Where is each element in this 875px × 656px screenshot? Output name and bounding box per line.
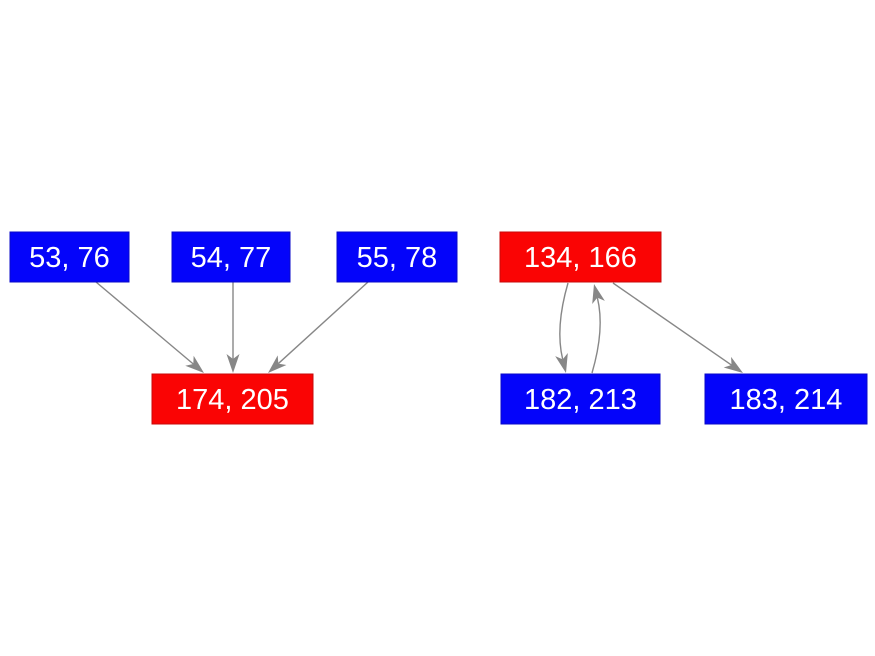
node-label-183-214: 183, 214	[730, 384, 843, 416]
edge-134-166-to-182-213	[559, 282, 569, 360]
node-label-55-78: 55, 78	[357, 242, 438, 274]
node-label-174-205: 174, 205	[176, 384, 289, 416]
arrowhead-55-78-to-174-205	[268, 355, 287, 373]
arrowhead-54-77-to-174-205	[226, 354, 240, 373]
node-53-76	[9, 231, 130, 283]
node-183-214	[704, 373, 868, 425]
node-55-78	[336, 231, 458, 283]
node-182-213	[500, 373, 661, 425]
node-174-205	[151, 373, 314, 425]
node-label-134-166: 134, 166	[524, 242, 637, 274]
node-label-54-77: 54, 77	[191, 242, 272, 274]
node-134-166	[499, 231, 662, 283]
arrowhead-134-166-to-182-213	[555, 353, 568, 373]
node-label-182-213: 182, 213	[524, 384, 637, 416]
arrowhead-53-76-to-174-205	[185, 355, 204, 373]
edge-182-213-to-134-166	[591, 297, 601, 374]
edge-55-78-to-174-205	[277, 281, 369, 365]
arrowhead-134-166-to-183-214	[723, 356, 743, 373]
node-label-53-76: 53, 76	[29, 242, 110, 274]
edge-53-76-to-174-205	[95, 281, 194, 365]
edge-134-166-to-183-214	[612, 282, 732, 366]
node-54-77	[171, 231, 291, 283]
arrowhead-182-213-to-134-166	[592, 284, 605, 305]
